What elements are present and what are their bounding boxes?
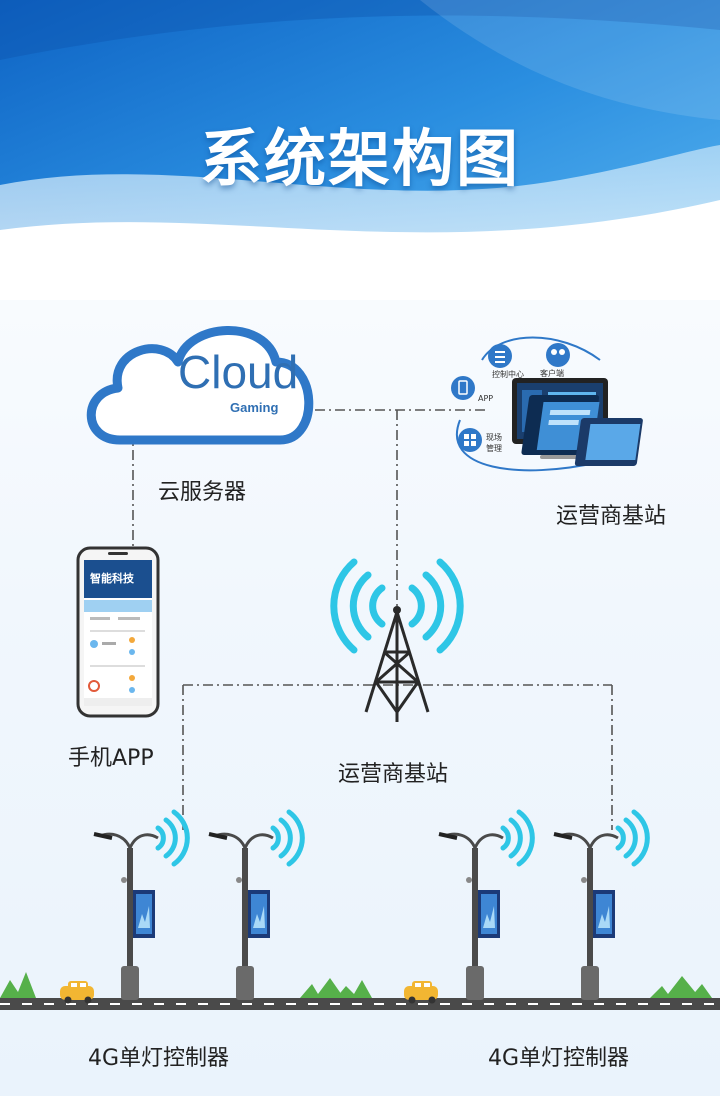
platform-label: 运营商基站 — [556, 504, 667, 529]
platform-illustration: 控制中心 客户端 APP 现场 管理 — [451, 336, 643, 472]
grass-tuft — [0, 972, 712, 998]
tablet-icon — [521, 395, 643, 466]
street-lamp-icon — [209, 812, 302, 1000]
controller-label-right: 4G单灯控制器 — [488, 1046, 630, 1071]
cloud-word: Cloud — [178, 346, 298, 398]
phone-banner: 智能科技 — [90, 571, 135, 585]
street-lamp-icon — [94, 812, 187, 1000]
menu-manage: 管理 — [486, 443, 502, 453]
menu-client: 客户端 — [540, 368, 564, 378]
menu-site: 现场 — [486, 433, 502, 442]
cloud-server-label: 云服务器 — [158, 480, 247, 505]
phone-app-label: 手机APP — [68, 746, 154, 771]
menu-control-center: 控制中心 — [492, 369, 524, 379]
site-icon — [458, 428, 482, 452]
cloud-sub: Gaming — [230, 400, 278, 415]
tower-label: 运营商基站 — [338, 762, 449, 787]
street-lamp-icon — [439, 812, 532, 1000]
client-icon — [546, 343, 570, 367]
street-lamp-icon — [554, 812, 647, 1000]
car-icon — [404, 981, 438, 1004]
cloud-icon: Cloud Gaming — [86, 326, 314, 445]
menu-app: APP — [478, 394, 493, 403]
car-icon — [60, 981, 94, 1004]
header-background — [0, 0, 720, 300]
cell-tower-icon — [330, 558, 464, 722]
phone-icon: 智能科技 — [76, 546, 160, 718]
app-icon — [451, 376, 475, 400]
page-title: 系统架构图 — [199, 122, 520, 195]
controller-label-left: 4G单灯控制器 — [88, 1046, 230, 1071]
road — [0, 972, 720, 1010]
